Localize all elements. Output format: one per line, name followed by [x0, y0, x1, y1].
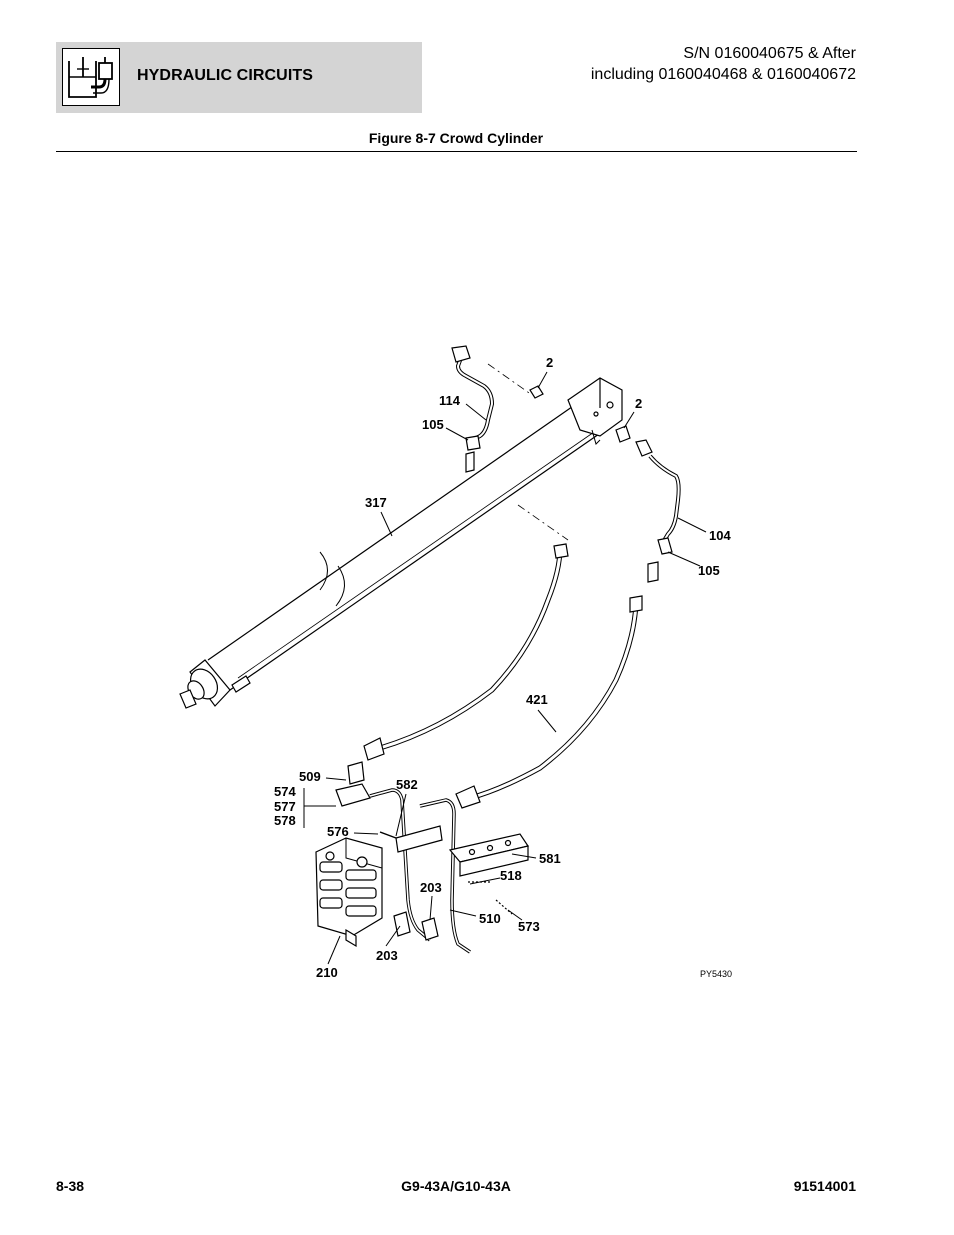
header-banner: HYDRAULIC CIRCUITS	[56, 42, 422, 113]
figure-title: Figure 8-7 Crowd Cylinder	[368, 130, 544, 146]
page-number: 8-38	[56, 1178, 85, 1194]
serial-line-1: S/N 0160040675 & After	[683, 45, 856, 62]
serial-line-2: including 0160040468 & 0160040672	[590, 66, 856, 83]
callout-581: 581	[539, 851, 561, 866]
callout-2-right: 2	[635, 396, 642, 411]
header-rule	[56, 151, 857, 152]
callout-518: 518	[500, 868, 522, 883]
callout-574: 574	[274, 784, 296, 799]
callout-203-lower: 203	[376, 948, 398, 963]
callout-104: 104	[709, 528, 731, 543]
callout-510: 510	[479, 911, 501, 926]
callout-509: 509	[299, 769, 321, 784]
cylinder-barrel	[179, 377, 623, 709]
control-valve	[315, 837, 383, 948]
callout-578: 578	[274, 813, 296, 828]
callout-2-left: 2	[546, 355, 553, 370]
document-number: 91514001	[793, 1178, 856, 1194]
callout-105-left: 105	[422, 417, 444, 432]
callout-105-right: 105	[698, 563, 720, 578]
hydraulic-circuit-icon	[62, 48, 120, 106]
figure-reference-code: PY5430	[700, 969, 732, 979]
callout-573: 573	[518, 919, 540, 934]
callout-421: 421	[526, 692, 548, 707]
callout-114: 114	[439, 393, 461, 408]
callout-210: 210	[316, 965, 338, 980]
serial-number-range: S/N 0160040675 & After including 0160040…	[591, 43, 856, 85]
callout-317: 317	[365, 495, 387, 510]
callout-577: 577	[274, 799, 296, 814]
section-title: HYDRAULIC CIRCUITS	[137, 67, 314, 84]
callout-203-upper: 203	[420, 880, 442, 895]
model-number: G9-43A/G10-43A	[401, 1178, 511, 1194]
callout-582: 582	[396, 777, 418, 792]
callout-576: 576	[327, 824, 349, 839]
